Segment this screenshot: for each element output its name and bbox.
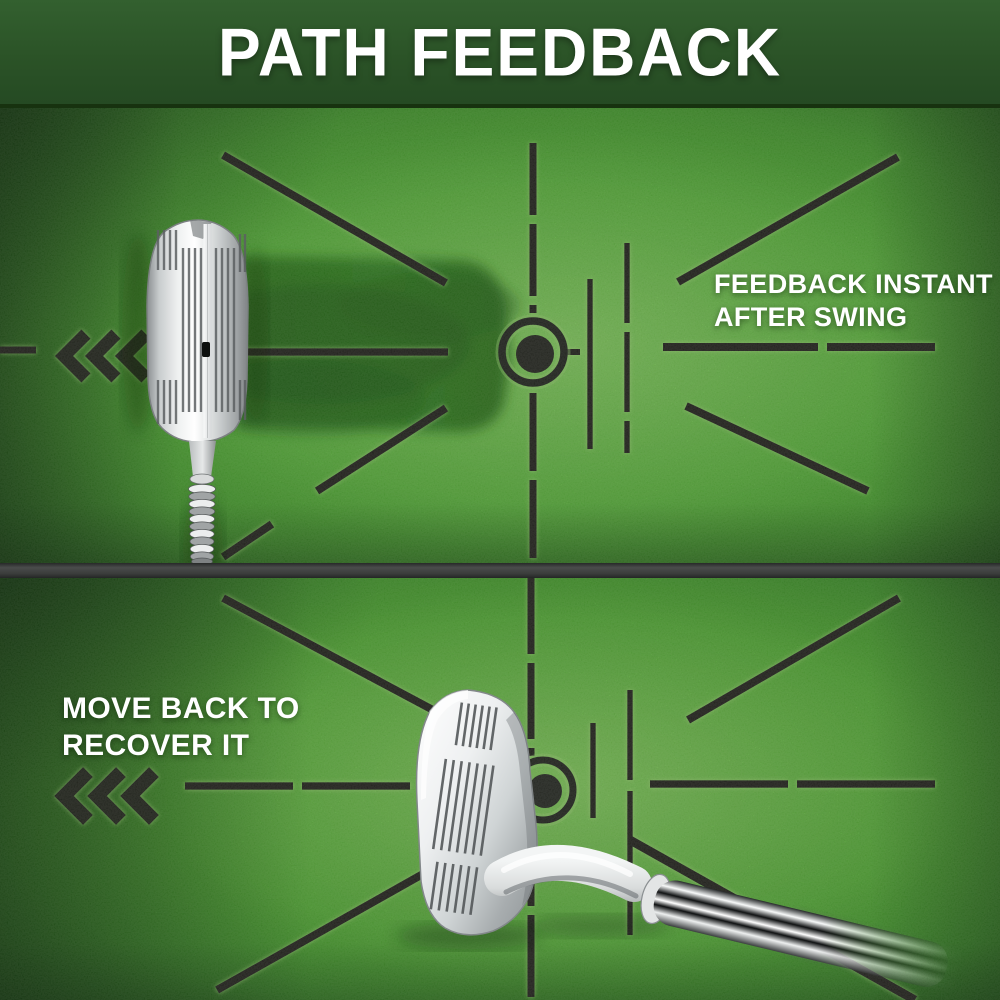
bottom-panel-graphic (0, 578, 1000, 1000)
caption-line: RECOVER IT (62, 728, 250, 762)
coil-shaft (188, 484, 216, 563)
page-title: PATH FEEDBACK (217, 13, 783, 91)
club-shaft (640, 873, 987, 997)
panel-divider (0, 563, 1000, 578)
caption-feedback: FEEDBACK INSTANT AFTER SWING (714, 268, 993, 334)
caption-line: MOVE BACK TO (62, 692, 300, 725)
top-panel-graphic (0, 108, 1000, 563)
caption-line: FEEDBACK INSTANT (714, 269, 993, 299)
header-banner: PATH FEEDBACK (0, 0, 1000, 108)
caption-line: AFTER SWING (714, 301, 908, 332)
iron-club-icon (396, 689, 987, 997)
hosel (484, 844, 652, 902)
putter-club-icon (122, 219, 268, 563)
club-face-grooves (429, 702, 498, 916)
caption-recover: MOVE BACK TO RECOVER IT (62, 691, 300, 764)
